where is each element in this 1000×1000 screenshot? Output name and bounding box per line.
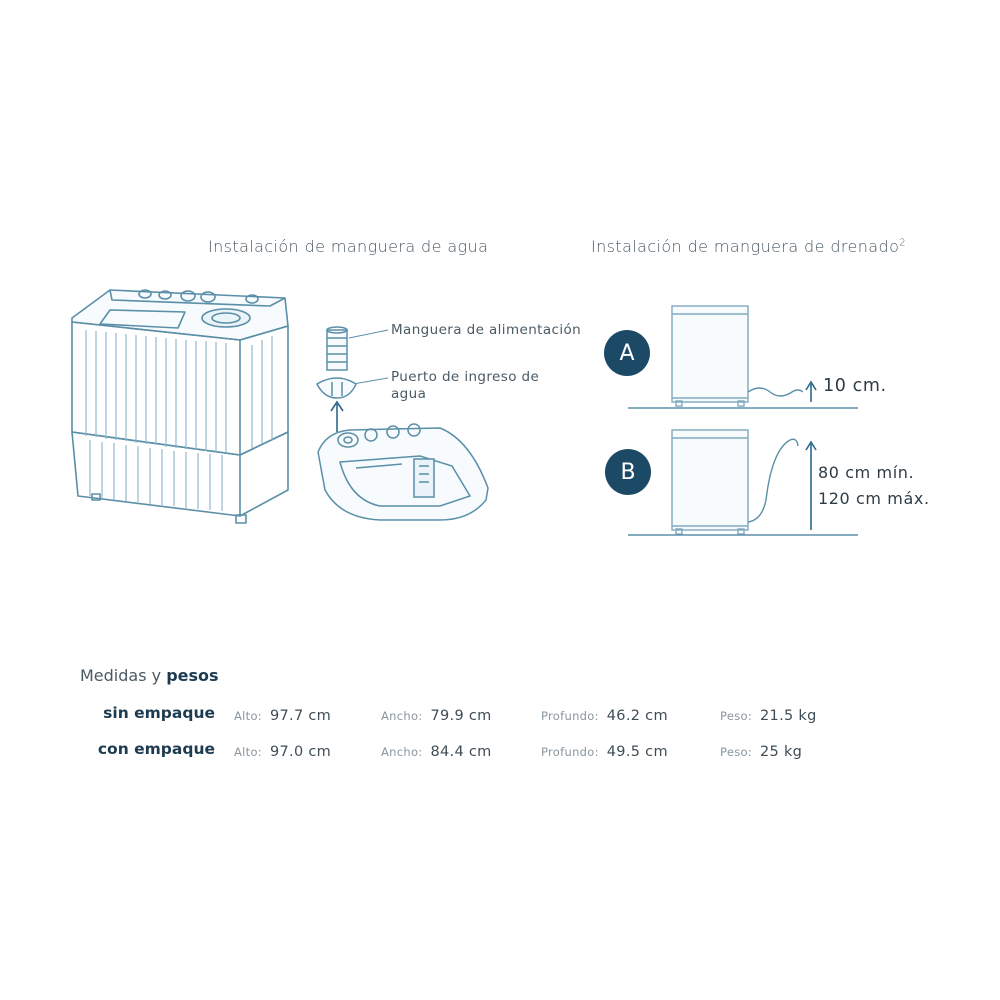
spec-depth: Profundo:46.2 cm	[541, 708, 668, 724]
spec-row-packed: con empaque Alto:97.0 cm Ancho:84.4 cm P…	[0, 740, 1000, 764]
spec-height: Alto:97.7 cm	[234, 708, 332, 724]
drain-hose-title: Instalación de manguera de drenado2	[591, 237, 907, 256]
spec-row-unpacked: sin empaque Alto:97.7 cm Ancho:79.9 cm P…	[0, 704, 1000, 728]
option-b-max-height: 120 cm máx.	[818, 489, 930, 508]
spec-width: Ancho:79.9 cm	[381, 708, 492, 724]
washing-machine-illustration	[71, 289, 289, 524]
drain-option-a-illustration	[628, 305, 858, 409]
water-hose-title: Instalación de manguera de agua	[208, 237, 489, 256]
spec-row-label: sin empaque	[103, 704, 215, 722]
spec-height: Alto:97.0 cm	[234, 744, 332, 760]
option-b-height-labels: 80 cm mín. 120 cm máx.	[818, 460, 930, 512]
specs-heading: Medidas y pesos	[80, 666, 219, 685]
option-b-min-height: 80 cm mín.	[818, 463, 915, 482]
option-a-badge: A	[604, 330, 650, 376]
option-a-height-label: 10 cm.	[823, 376, 887, 396]
spec-width: Ancho:84.4 cm	[381, 744, 492, 760]
inlet-detail-illustration	[316, 326, 489, 521]
callout-supply-hose: Manguera de alimentación	[391, 322, 582, 338]
callout-water-inlet-port: Puerto de ingreso de agua	[391, 369, 540, 402]
spec-weight: Peso:21.5 kg	[720, 708, 817, 724]
option-b-badge: B	[605, 449, 651, 495]
spec-row-label: con empaque	[97, 740, 215, 758]
spec-weight: Peso:25 kg	[720, 744, 803, 760]
spec-depth: Profundo:49.5 cm	[541, 744, 668, 760]
drain-option-b-illustration	[628, 429, 858, 536]
